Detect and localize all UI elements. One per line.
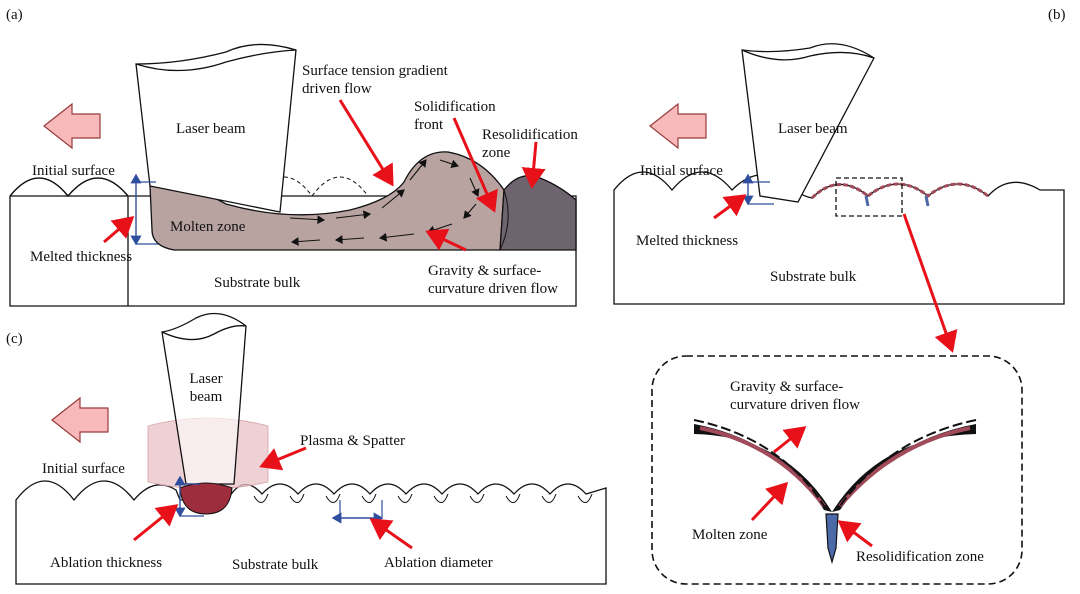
panel-a-gravity-flow-label-1: Gravity & surface- [428,263,542,279]
panel-a-gravity-flow-label-2: curvature driven flow [428,281,558,297]
panel-b-initial-surface-label: Initial surface [640,163,723,179]
panel-b [613,43,1065,353]
panel-a-laser-beam [135,43,297,213]
scan-direction-arrow-icon [649,102,707,150]
panel-c-tag: (c) [6,331,23,347]
inset-resolidified-spot [825,513,839,565]
panel-b-tag: (b) [1048,7,1066,23]
panel-b-zoom-box [835,177,903,217]
panel-c-laser-beam-label-2: beam [189,389,223,405]
panel-a-solidification-front-label-1: Solidification [414,99,496,115]
panel-c-ablation-crater [179,482,233,515]
panel-c-laser-beam-label-1: Laser [189,371,223,387]
panel-c-initial-surface-label: Initial surface [42,461,125,477]
panel-c-substrate-bulk-label: Substrate bulk [232,557,319,573]
panel-b-melted-thickness-label: Melted thickness [636,233,739,249]
panel-b-substrate-bulk-label: Substrate bulk [770,269,857,285]
panel-a [9,43,577,307]
panel-a-laser-beam-label: Laser beam [176,121,246,137]
inset-gravity-flow-label-1: Gravity & surface- [730,379,844,395]
panel-a-resolidification-label-1: Resolidification [482,127,578,143]
panel-a-molten-zone-label: Molten zone [170,219,246,235]
inset-gravity-flow-label-2: curvature driven flow [730,397,860,413]
panel-a-initial-surface-label: Initial surface [32,163,115,179]
panel-a-tag: (a) [6,7,23,23]
panel-a-melted-thickness-label: Melted thickness [30,249,133,265]
zoom-inset [651,355,1023,585]
inset-right-molten-layer [832,424,976,512]
panel-a-substrate-bulk-label: Substrate bulk [214,275,301,291]
panel-c-plasma-spatter-label: Plasma & Spatter [300,433,405,449]
panel-a-resolidification-zone [499,175,577,251]
inset-left-molten-layer [694,424,832,512]
panel-c-ablation-diameter-label: Ablation diameter [384,555,493,571]
panel-a-resolidification-label-2: zone [482,145,511,161]
scan-direction-arrow-icon [51,396,109,444]
panel-b-molten-arcs [810,182,989,200]
panel-a-surface-tension-label-2: driven flow [302,81,372,97]
inset-molten-zone-label: Molten zone [692,527,768,543]
panel-c-ablation-thickness-label: Ablation thickness [50,555,163,571]
panel-b-laser-beam-label: Laser beam [778,121,848,137]
inset-resolidification-zone-label: Resolidification zone [856,549,984,565]
panel-a-surface-tension-label-1: Surface tension gradient [302,63,448,79]
panel-c [15,312,607,585]
panel-a-solidification-front-label-2: front [414,117,444,133]
scan-direction-arrow-icon [43,102,101,150]
